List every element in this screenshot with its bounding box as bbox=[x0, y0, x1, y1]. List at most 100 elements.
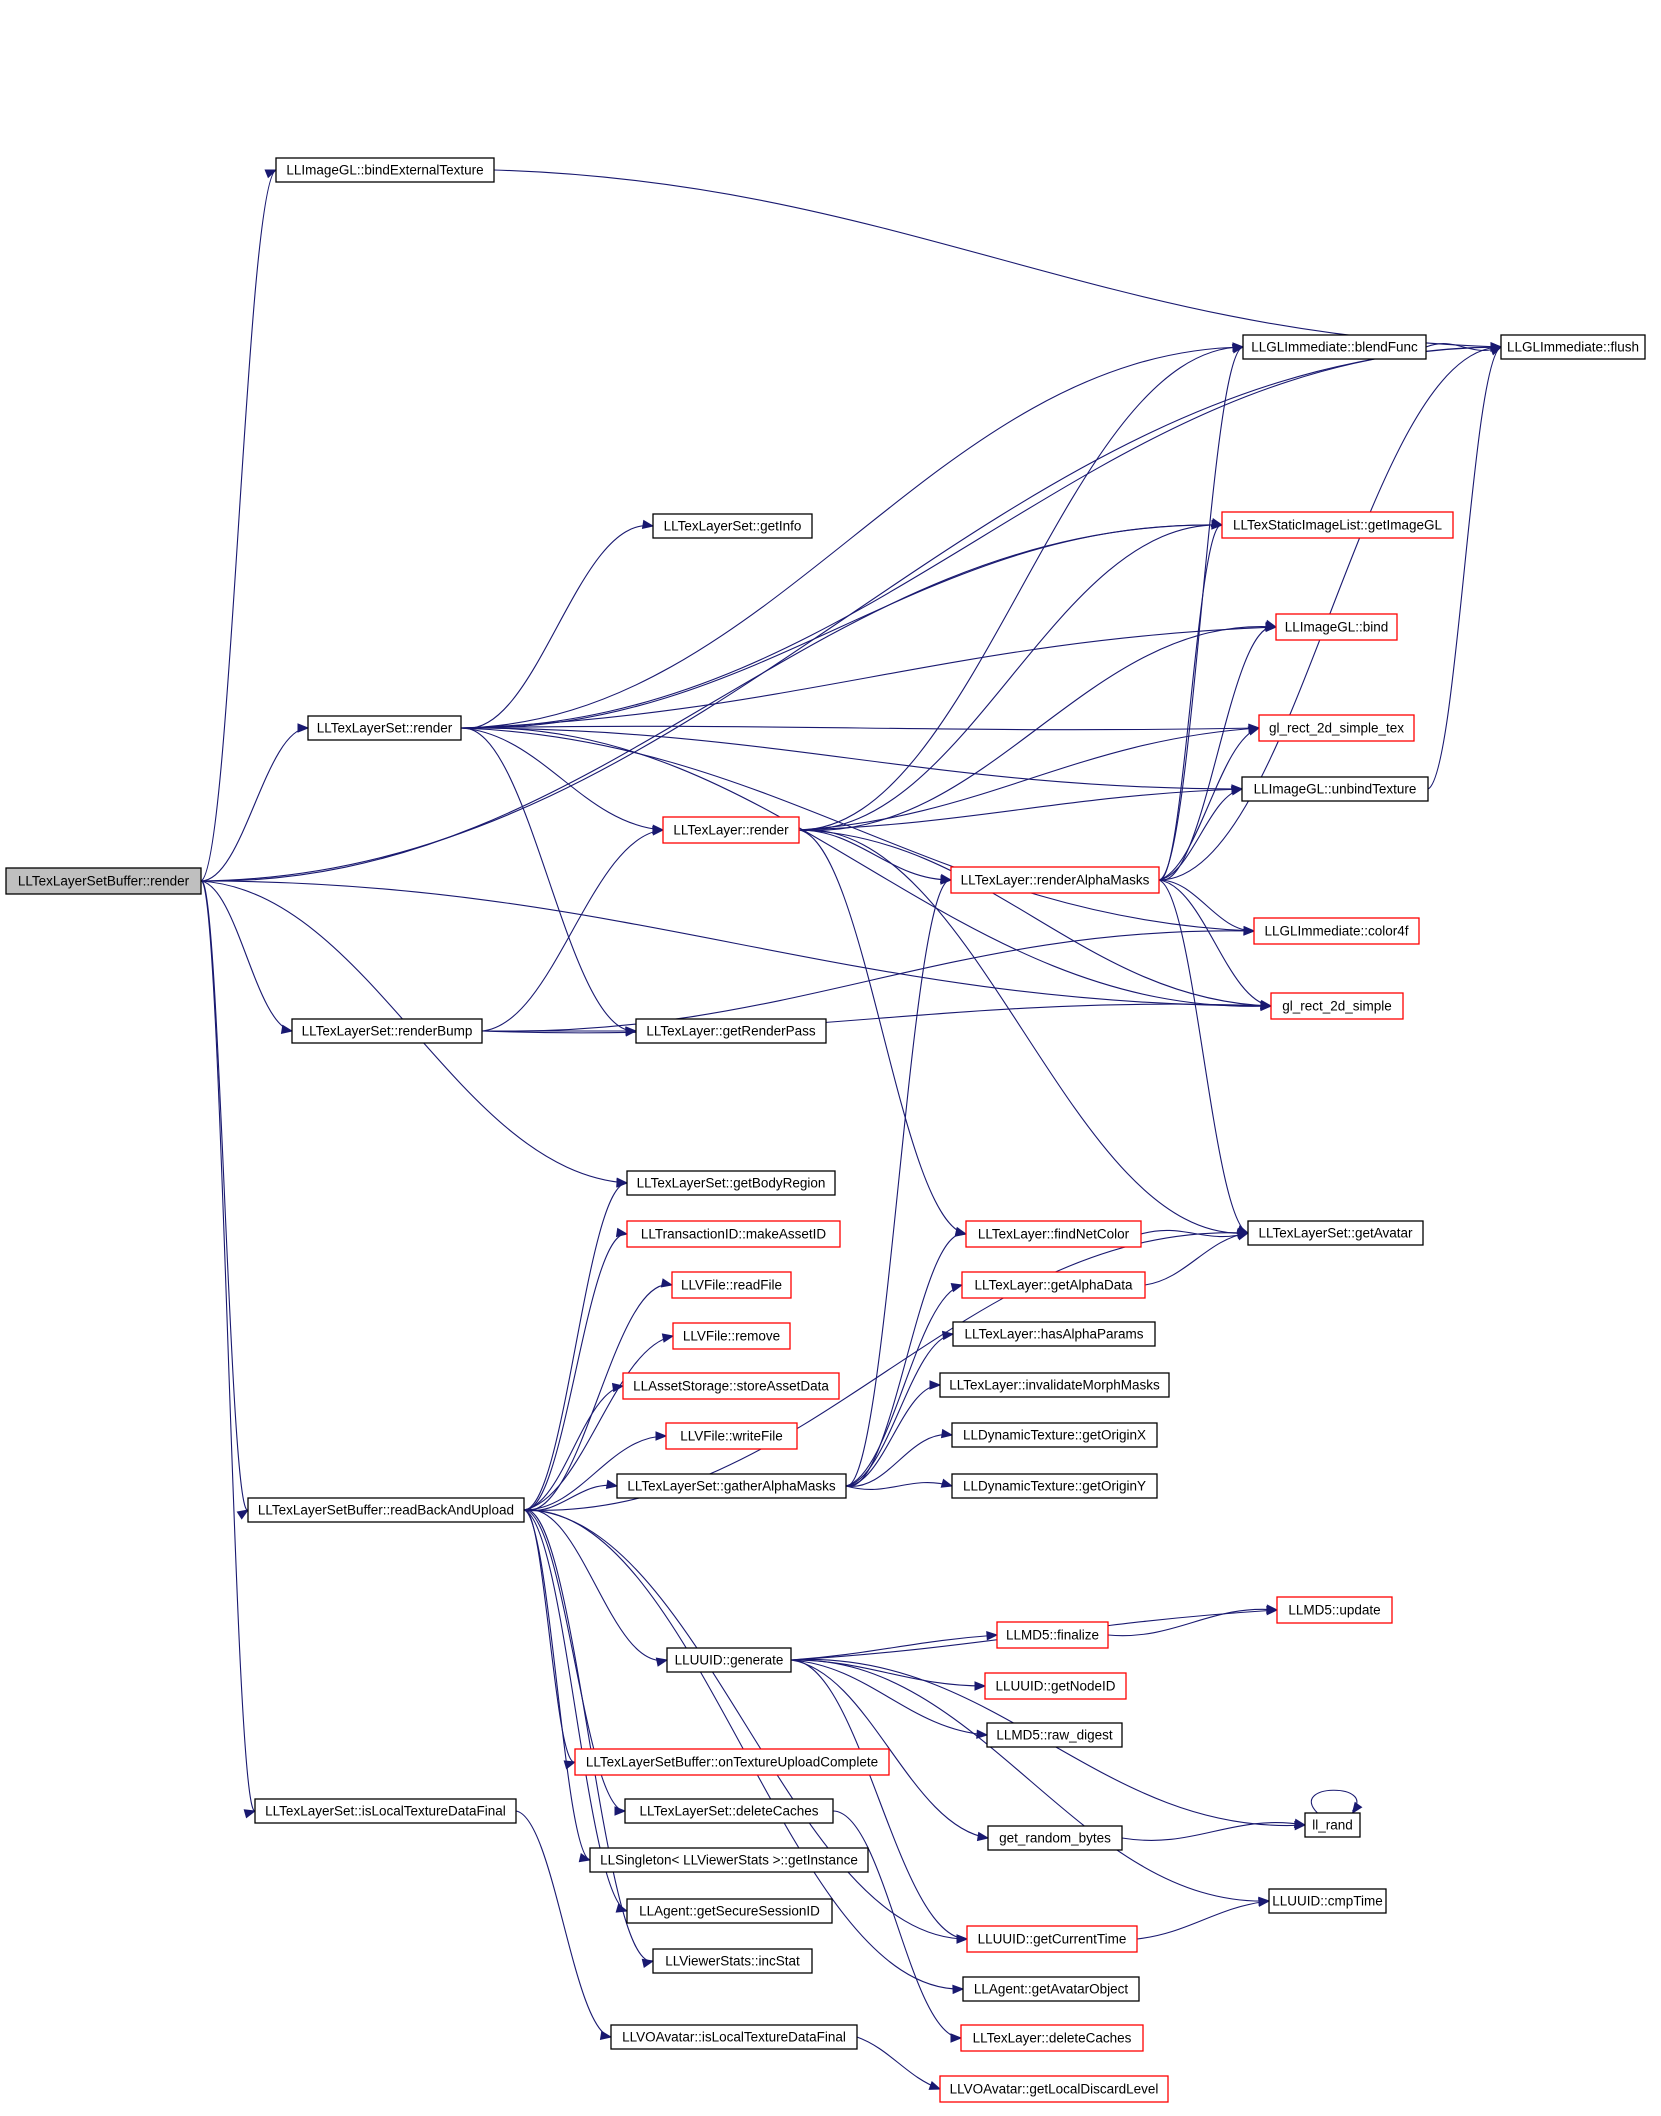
node-incStat[interactable]: LLViewerStats::incStat bbox=[652, 1948, 813, 1974]
arrowhead-readBack-to-incStat bbox=[641, 1958, 655, 1968]
node-originX[interactable]: LLDynamicTexture::getOriginX bbox=[951, 1422, 1158, 1448]
edge-root-to-bindExt bbox=[200, 169, 277, 882]
node-deleteCaches[interactable]: LLTexLayerSet::deleteCaches bbox=[624, 1798, 834, 1824]
node-box-secSess bbox=[626, 1898, 833, 1924]
arrowhead-rAlpha-to-rectTex bbox=[1247, 726, 1261, 736]
node-readFile[interactable]: LLVFile::readFile bbox=[671, 1271, 792, 1299]
arrowhead-generate-to-curTime bbox=[956, 1934, 969, 1944]
node-box-rawDigest bbox=[986, 1722, 1123, 1748]
node-hasAlpha[interactable]: LLTexLayer::hasAlphaParams bbox=[952, 1321, 1156, 1347]
node-getAvatar[interactable]: LLTexLayerSet::getAvatar bbox=[1247, 1220, 1424, 1246]
node-rect2d[interactable]: gl_rect_2d_simple bbox=[1270, 992, 1404, 1020]
edge-tsRender-to-rectTex bbox=[460, 725, 1260, 731]
node-renderBump[interactable]: LLTexLayerSet::renderBump bbox=[291, 1018, 483, 1044]
arrowhead-curTime-to-cmpTime bbox=[1258, 1897, 1271, 1907]
node-label-flush: LLGLImmediate::flush bbox=[1507, 340, 1639, 355]
node-discard[interactable]: LLVOAvatar::getLocalDiscardLevel bbox=[939, 2075, 1169, 2103]
node-invMorph[interactable]: LLTexLayer::invalidateMorphMasks bbox=[939, 1372, 1170, 1398]
arrowhead-unbind-to-flush bbox=[1489, 346, 1503, 356]
node-findNet[interactable]: LLTexLayer::findNetColor bbox=[965, 1220, 1142, 1248]
node-getBody[interactable]: LLTexLayerSet::getBodyRegion bbox=[626, 1170, 836, 1196]
node-label-md5final: LLMD5::finalize bbox=[1006, 1628, 1099, 1643]
edge-generate-to-md5final bbox=[790, 1634, 998, 1661]
node-box-rectTex bbox=[1258, 714, 1415, 742]
node-box-tsRender bbox=[307, 715, 462, 741]
node-label-md5update: LLMD5::update bbox=[1288, 1603, 1380, 1618]
arrowhead-gather-to-getAlphaData bbox=[950, 1283, 964, 1293]
node-tlDelete[interactable]: LLTexLayer::deleteCaches bbox=[960, 2024, 1144, 2052]
node-box-singleton bbox=[589, 1847, 869, 1873]
node-box-root bbox=[5, 867, 202, 895]
arrowhead-randBytes-to-llrand bbox=[1293, 1818, 1307, 1828]
node-llrand[interactable]: ll_rand bbox=[1304, 1812, 1361, 1838]
node-box-md5update bbox=[1276, 1596, 1393, 1624]
node-color4f[interactable]: LLGLImmediate::color4f bbox=[1253, 917, 1420, 945]
node-box-onUpload bbox=[574, 1748, 890, 1776]
node-rectTex[interactable]: gl_rect_2d_simple_tex bbox=[1258, 714, 1415, 742]
node-getRenderPass[interactable]: LLTexLayer::getRenderPass bbox=[635, 1018, 827, 1044]
arrowhead-readBack-to-singleton bbox=[578, 1853, 592, 1863]
arrowhead-generate-to-randBytes bbox=[976, 1831, 990, 1842]
node-secSess[interactable]: LLAgent::getSecureSessionID bbox=[626, 1898, 833, 1924]
edge-tsRender-to-getImageGL bbox=[460, 524, 1223, 729]
arrowhead-readBack-to-readFile bbox=[660, 1278, 674, 1288]
node-cmpTime[interactable]: LLUUID::cmpTime bbox=[1268, 1888, 1387, 1914]
edge-generate-to-rawDigest bbox=[790, 1659, 988, 1736]
node-readBack[interactable]: LLTexLayerSetBuffer::readBackAndUpload bbox=[247, 1497, 525, 1523]
node-label-isLocal: LLTexLayerSet::isLocalTextureDataFinal bbox=[265, 1804, 506, 1819]
node-voLocal[interactable]: LLVOAvatar::isLocalTextureDataFinal bbox=[610, 2024, 858, 2050]
node-flush[interactable]: LLGLImmediate::flush bbox=[1500, 334, 1646, 360]
node-writeFile[interactable]: LLVFile::writeFile bbox=[665, 1422, 798, 1450]
node-bind[interactable]: LLImageGL::bind bbox=[1275, 613, 1398, 641]
node-storeAsset[interactable]: LLAssetStorage::storeAssetData bbox=[622, 1372, 840, 1400]
node-nodeID[interactable]: LLUUID::getNodeID bbox=[984, 1672, 1127, 1700]
node-avObj[interactable]: LLAgent::getAvatarObject bbox=[962, 1976, 1140, 2002]
node-getInfo[interactable]: LLTexLayerSet::getInfo bbox=[652, 513, 813, 539]
node-rawDigest[interactable]: LLMD5::raw_digest bbox=[986, 1722, 1123, 1748]
node-label-vfRemove: LLVFile::remove bbox=[683, 1329, 780, 1344]
edge-rAlpha-to-getAvatar bbox=[1158, 879, 1249, 1234]
edge-rAlpha-to-color4f bbox=[1158, 879, 1255, 932]
edge-generate-to-nodeID bbox=[790, 1659, 986, 1687]
node-originY[interactable]: LLDynamicTexture::getOriginY bbox=[951, 1473, 1158, 1499]
arrowhead-generate-to-rawDigest bbox=[976, 1729, 989, 1739]
arrowhead-rAlpha-to-unbind bbox=[1230, 786, 1244, 796]
node-bindExt[interactable]: LLImageGL::bindExternalTexture bbox=[275, 157, 495, 183]
arrowhead-readBack-to-deleteCaches bbox=[614, 1806, 627, 1816]
node-root[interactable]: LLTexLayerSetBuffer::render bbox=[5, 867, 202, 895]
node-tlRender[interactable]: LLTexLayer::render bbox=[662, 816, 800, 844]
node-randBytes[interactable]: get_random_bytes bbox=[987, 1825, 1123, 1851]
node-makeAsset[interactable]: LLTransactionID::makeAssetID bbox=[626, 1220, 841, 1248]
node-singleton[interactable]: LLSingleton< LLViewerStats >::getInstanc… bbox=[589, 1847, 869, 1873]
node-unbind[interactable]: LLImageGL::unbindTexture bbox=[1241, 776, 1429, 802]
node-label-unbind: LLImageGL::unbindTexture bbox=[1254, 782, 1417, 797]
edge-gather-to-originX bbox=[845, 1434, 953, 1487]
node-vfRemove[interactable]: LLVFile::remove bbox=[672, 1322, 791, 1350]
node-rAlpha[interactable]: LLTexLayer::renderAlphaMasks bbox=[950, 866, 1160, 894]
edge-layer bbox=[200, 169, 1503, 2090]
node-isLocal[interactable]: LLTexLayerSet::isLocalTextureDataFinal bbox=[254, 1798, 517, 1824]
node-generate[interactable]: LLUUID::generate bbox=[666, 1647, 792, 1673]
node-box-unbind bbox=[1241, 776, 1429, 802]
edge-tlRender-to-rect2d bbox=[798, 829, 1272, 1007]
node-label-invMorph: LLTexLayer::invalidateMorphMasks bbox=[949, 1378, 1160, 1393]
node-gather[interactable]: LLTexLayerSet::gatherAlphaMasks bbox=[616, 1473, 847, 1499]
node-box-cmpTime bbox=[1268, 1888, 1387, 1914]
node-getAlphaData[interactable]: LLTexLayer::getAlphaData bbox=[961, 1271, 1146, 1299]
node-curTime[interactable]: LLUUID::getCurrentTime bbox=[966, 1925, 1138, 1953]
node-tsRender[interactable]: LLTexLayerSet::render bbox=[307, 715, 462, 741]
node-box-generate bbox=[666, 1647, 792, 1673]
edge-root-to-tsRender bbox=[200, 727, 309, 882]
node-box-blend bbox=[1242, 334, 1427, 360]
edge-rAlpha-to-bind bbox=[1158, 626, 1277, 881]
arrowhead-readBack-to-makeAsset bbox=[615, 1227, 629, 1238]
node-md5final[interactable]: LLMD5::finalize bbox=[996, 1621, 1109, 1649]
edge-readBack-to-curTime bbox=[523, 1509, 968, 1940]
node-getImageGL[interactable]: LLTexStaticImageList::getImageGL bbox=[1221, 511, 1454, 539]
node-label-incStat: LLViewerStats::incStat bbox=[665, 1954, 800, 1969]
node-onUpload[interactable]: LLTexLayerSetBuffer::onTextureUploadComp… bbox=[574, 1748, 890, 1776]
node-md5update[interactable]: LLMD5::update bbox=[1276, 1596, 1393, 1624]
arrowhead-readBack-to-storeAsset bbox=[611, 1382, 625, 1393]
edge-readBack-to-onUpload bbox=[523, 1509, 576, 1763]
node-blend[interactable]: LLGLImmediate::blendFunc bbox=[1242, 334, 1427, 360]
